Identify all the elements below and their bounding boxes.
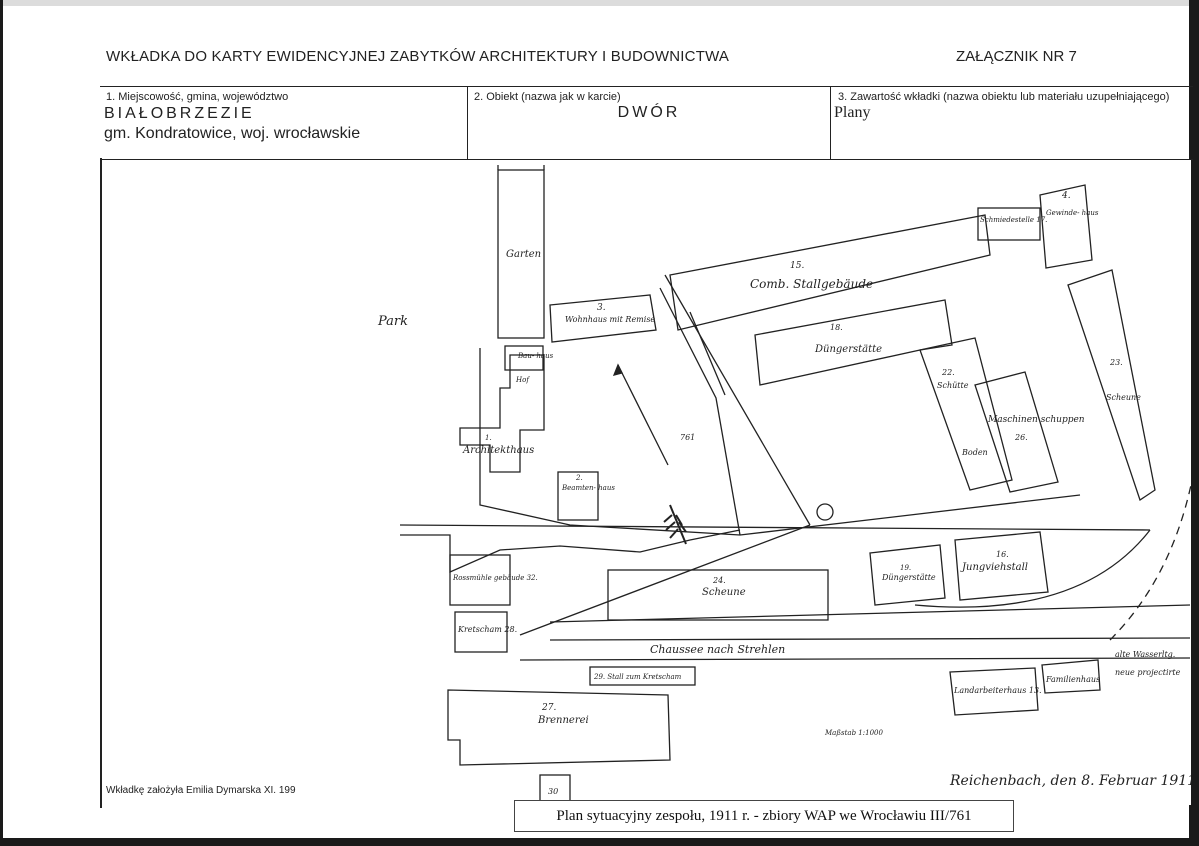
garten-building <box>497 169 545 339</box>
label-landarbeiter: Landarbeiterhaus 13. <box>953 686 1042 695</box>
duengerstaette19-building <box>869 544 946 606</box>
label-schuette-num: 22. <box>941 368 955 377</box>
label-scheune24-num: 24. <box>712 576 726 585</box>
label-massstab: Maßstab 1:1000 <box>824 729 883 737</box>
label-duenger-num: 18. <box>830 323 843 332</box>
stallgebaeude-building <box>669 214 991 331</box>
content-label: 3. Zawartość wkładki (nazwa obiektu lub … <box>838 91 1170 103</box>
label-stall29: 29. Stall zum Kretscham <box>593 673 682 681</box>
label-chaussee: Chaussee nach Strehlen <box>650 643 785 656</box>
label-jungvieh-num: 16. <box>996 550 1009 559</box>
object-name: DWÓR <box>617 104 681 121</box>
label-alte-wasserl: alte Wasserltg. <box>1115 650 1175 659</box>
compass-arrow <box>663 504 687 545</box>
label-hof: Hof <box>515 376 530 384</box>
label-boden: Boden <box>961 448 988 457</box>
location-label: 1. Miejscowość, gmina, województwo <box>106 91 289 103</box>
label-wohnhaus-num: 3. <box>597 303 606 313</box>
location-name: BIAŁOBRZEZIE <box>104 105 255 122</box>
label-signature: Reichenbach, den 8. Februar 1911. <box>949 773 1191 789</box>
scan-edge-left <box>0 0 3 846</box>
label-stall-num: 15. <box>790 261 804 271</box>
object-cell: 2. Obiekt (nazwa jak w karcie) DWÓR <box>468 87 831 159</box>
wohnhaus-building <box>549 294 657 343</box>
scan-edge-top <box>0 0 1199 6</box>
label-beamtenhaus: Beamten- haus <box>561 484 615 492</box>
label-box30: 30 <box>548 787 558 796</box>
object-label: 2. Obiekt (nazwa jak w karcie) <box>474 91 621 103</box>
schuette-building <box>919 337 1013 491</box>
label-bauhaus: Bau- haus <box>517 352 554 360</box>
landarbeiter-building <box>949 667 1039 716</box>
content-name: Plany <box>834 104 871 121</box>
gewinde-building <box>1039 184 1093 269</box>
site-plan-map: Park Garten 3. Wohnhaus mit Remise 15. C… <box>320 160 1191 805</box>
kretscham-building <box>454 611 508 653</box>
stall29-building <box>589 666 696 686</box>
form-title: WKŁADKA DO KARTY EWIDENCYJNEJ ZABYTKÓW A… <box>106 48 730 65</box>
label-duenger: Düngerstätte <box>814 344 882 355</box>
label-duenger19: Düngerstätte <box>881 573 936 582</box>
plan-caption: Plan sytuacyjny zespołu, 1911 r. - zbior… <box>514 800 1014 832</box>
location-detail: gm. Kondratowice, woj. wrocławskie <box>104 125 361 142</box>
maschinen-building <box>974 371 1059 493</box>
box30 <box>539 774 571 805</box>
left-border-line <box>100 158 102 808</box>
label-architekthaus: Architekthaus <box>462 445 534 456</box>
label-architekthaus-num: 1. <box>485 434 492 442</box>
label-wohnhaus: Wohnhaus mit Remise <box>565 315 655 324</box>
familienhaus-building <box>1041 659 1101 694</box>
label-schuppen-num: 26. <box>1014 433 1028 442</box>
jungviehstall-building <box>954 531 1049 601</box>
label-schmiede: Schmiedestelle 17. <box>980 216 1047 224</box>
label-duenger19-num: 19. <box>900 564 911 572</box>
label-familienhaus: Familienhaus <box>1045 675 1100 684</box>
duengerstaette-building <box>754 299 953 386</box>
author-note: Wkładkę założyła Emilia Dymarska XI. 199 <box>106 785 296 796</box>
location-cell: 1. Miejscowość, gmina, województwo BIAŁO… <box>100 87 468 159</box>
label-scheune24: Scheune <box>702 587 746 598</box>
label-beamtenhaus-num: 2. <box>575 474 583 482</box>
label-garten: Garten <box>506 249 541 260</box>
label-schuette: Schütte <box>937 381 969 390</box>
label-kretscham: Kretscham 28. <box>457 625 517 634</box>
label-scheune23: Scheune <box>1106 393 1141 402</box>
brennerei-building <box>447 689 671 766</box>
scheune23-building <box>1067 269 1156 502</box>
content-cell: 3. Zawartość wkładki (nazwa obiektu lub … <box>832 87 1192 159</box>
label-neue: neue projectirte <box>1115 668 1181 677</box>
label-rossmuehle: Rossmühle gebäude 32. <box>452 574 538 582</box>
label-scheune23-num: 23. <box>1109 358 1123 367</box>
attachment-number: ZAŁĄCZNIK NR 7 <box>956 48 1077 65</box>
label-jungvieh: Jungviehstall <box>960 562 1028 573</box>
label-park: Park <box>377 314 408 329</box>
label-brennerei: Brennerei <box>537 715 589 726</box>
label-brennerei-num: 27. <box>541 703 556 713</box>
label-gewinde-num: 4. <box>1061 191 1071 201</box>
scheune24-building <box>607 569 829 621</box>
site-plan-svg: Park Garten 3. Wohnhaus mit Remise 15. C… <box>377 165 1191 805</box>
rossmuehle-building <box>449 554 511 606</box>
schmiede-building <box>977 207 1041 241</box>
north-arrow-line <box>617 364 669 466</box>
label-map-num: 761 <box>680 433 695 442</box>
architekthaus-building <box>459 354 545 473</box>
beamtenhaus-building <box>557 471 599 521</box>
label-gewinde: Gewinde- haus <box>1046 209 1099 217</box>
header-table: 1. Miejscowość, gmina, województwo BIAŁO… <box>100 86 1193 160</box>
label-stall: Comb. Stallgebäude <box>750 277 873 291</box>
scan-edge-right <box>1189 0 1199 846</box>
scan-edge-bottom <box>0 838 1199 846</box>
label-maschinen: Maschinen schuppen <box>987 415 1085 425</box>
